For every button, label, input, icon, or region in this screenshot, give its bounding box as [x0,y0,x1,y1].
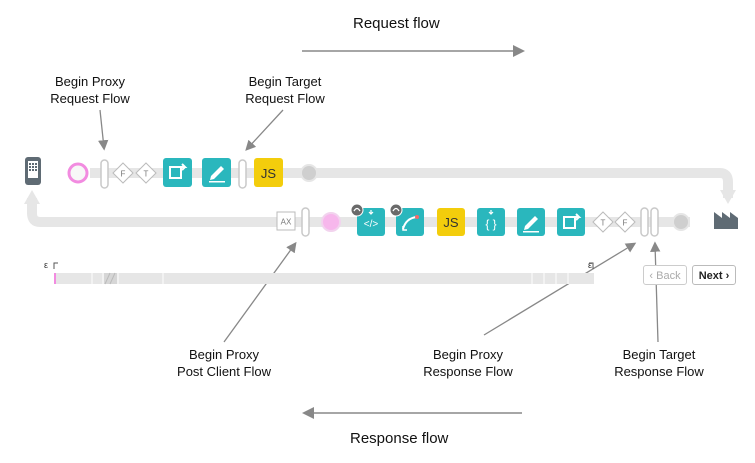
edit-response-icon[interactable] [517,208,545,236]
request-flow-title: Request flow [353,15,440,32]
callout-arrow-post-client [223,241,297,343]
xml-icon[interactable]: </> [350,203,385,236]
next-button[interactable]: Next › [692,265,736,285]
proxy-response-marker[interactable] [640,207,649,237]
svg-text:{ }: { } [485,217,496,231]
back-label: Back [656,270,681,282]
request-end-node[interactable] [300,164,318,182]
condition-false-diamond[interactable]: F [112,162,134,184]
mobile-client-icon [25,157,41,185]
javascript-response-icon[interactable]: JS [437,208,465,236]
svg-text:</>: </> [364,219,379,230]
proxy-request-marker[interactable] [100,159,109,189]
next-label: Next [698,270,723,282]
javascript-icon[interactable]: JS [254,158,283,187]
response-track [27,198,690,227]
target-response-marker[interactable] [650,207,659,237]
analytics-policy[interactable]: AX [276,211,296,231]
svg-text:AX: AX [281,218,292,227]
request-start-node[interactable] [67,162,89,184]
condition-true-diamond[interactable]: T [135,162,157,184]
callout-arrow-target-request [245,109,284,151]
condition-true-diamond-response[interactable]: T [592,211,614,233]
json-icon[interactable]: { } [477,208,505,236]
response-start-node[interactable] [672,213,690,231]
assign-message-response-icon[interactable] [557,208,585,236]
svg-text:JS: JS [261,166,277,181]
chevron-left-icon: ‹ [649,270,654,282]
assign-message-icon[interactable] [163,158,192,187]
svg-text:F: F [623,219,628,228]
target-request-marker[interactable] [238,159,247,189]
response-flow-title: Response flow [350,430,449,447]
response-end-node[interactable] [321,212,341,232]
edit-icon[interactable] [202,158,231,187]
chevron-right-icon: › [725,270,730,282]
svg-text:T: T [601,219,606,228]
callout-arrow-proxy-response [483,242,637,336]
timeline-end-marker: ε [588,260,592,270]
timeline-bar[interactable]: ε ε [44,260,594,285]
callout-arrow-target-response [650,241,661,343]
callout-arrow-proxy-request [98,109,109,151]
proxy-post-client-marker[interactable] [301,207,310,237]
timeline-start-marker: ε [44,260,48,270]
svg-text:JS: JS [443,215,459,230]
request-track [90,168,733,198]
back-button[interactable]: ‹ Back [643,265,687,285]
factory-target-icon [714,212,738,229]
service-callout-icon[interactable] [389,203,424,236]
svg-text:T: T [144,170,149,179]
svg-text:F: F [121,170,126,179]
condition-false-diamond-response[interactable]: F [614,211,636,233]
